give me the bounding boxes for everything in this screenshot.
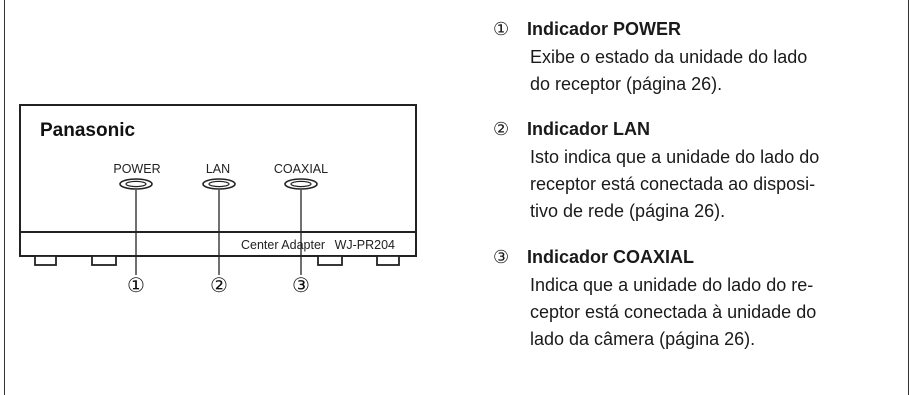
description-line: Exibe o estado da unidade do lado	[530, 47, 808, 67]
item-title-text: Indicador COAXIAL	[527, 247, 695, 267]
led-coaxial-icon	[284, 178, 318, 190]
device-foot	[317, 255, 343, 266]
item-number: ②	[493, 119, 510, 139]
item-title-text: Indicador LAN	[527, 119, 651, 139]
item-description: Indica que a unidade do lado do re- cept…	[530, 272, 905, 353]
item-number: ①	[493, 19, 510, 39]
description-line: Indica que a unidade do lado do re-	[530, 275, 814, 295]
callout-number-3: ③	[292, 273, 310, 297]
item-title: ② Indicador LAN	[493, 118, 650, 140]
item-description: Exibe o estado da unidade do lado do rec…	[530, 44, 905, 98]
description-line: ceptor está conectada à unidade do	[530, 302, 817, 322]
item-title: ③ Indicador COAXIAL	[493, 246, 694, 268]
device-foot	[34, 255, 57, 266]
description-line: Isto indica que a unidade do lado do	[530, 147, 820, 167]
description-line: receptor está conectada ao disposi-	[530, 174, 816, 194]
description-line: tivo de rede (página 26).	[530, 201, 726, 221]
indicator-label-coaxial: COAXIAL	[274, 162, 328, 176]
model-name: Center Adapter	[241, 238, 325, 252]
description-line: do receptor (página 26).	[530, 74, 723, 94]
item-title-text: Indicador POWER	[527, 19, 682, 39]
model-number: WJ-PR204	[335, 238, 395, 252]
device-foot	[91, 255, 117, 266]
device-foot	[376, 255, 400, 266]
item-number: ③	[493, 247, 510, 267]
device-base	[19, 231, 417, 257]
callout-number-2: ②	[210, 273, 228, 297]
item-description: Isto indica que a unidade do lado do rec…	[530, 144, 905, 225]
led-power-icon	[119, 178, 153, 190]
indicator-label-power: POWER	[113, 162, 160, 176]
model-text: Center Adapter WJ-PR204	[241, 238, 395, 252]
description-line: lado da câmera (página 26).	[530, 329, 756, 349]
brand-logo: Panasonic	[40, 120, 135, 141]
item-title: ① Indicador POWER	[493, 18, 681, 40]
description-panel: ① Indicador POWER Exibe o estado da unida…	[493, 0, 905, 395]
page-frame	[4, 0, 909, 395]
callout-number-1: ①	[127, 273, 145, 297]
frame-right-border	[908, 0, 909, 395]
frame-left-border	[4, 0, 5, 395]
indicator-label-lan: LAN	[206, 162, 230, 176]
led-lan-icon	[202, 178, 236, 190]
